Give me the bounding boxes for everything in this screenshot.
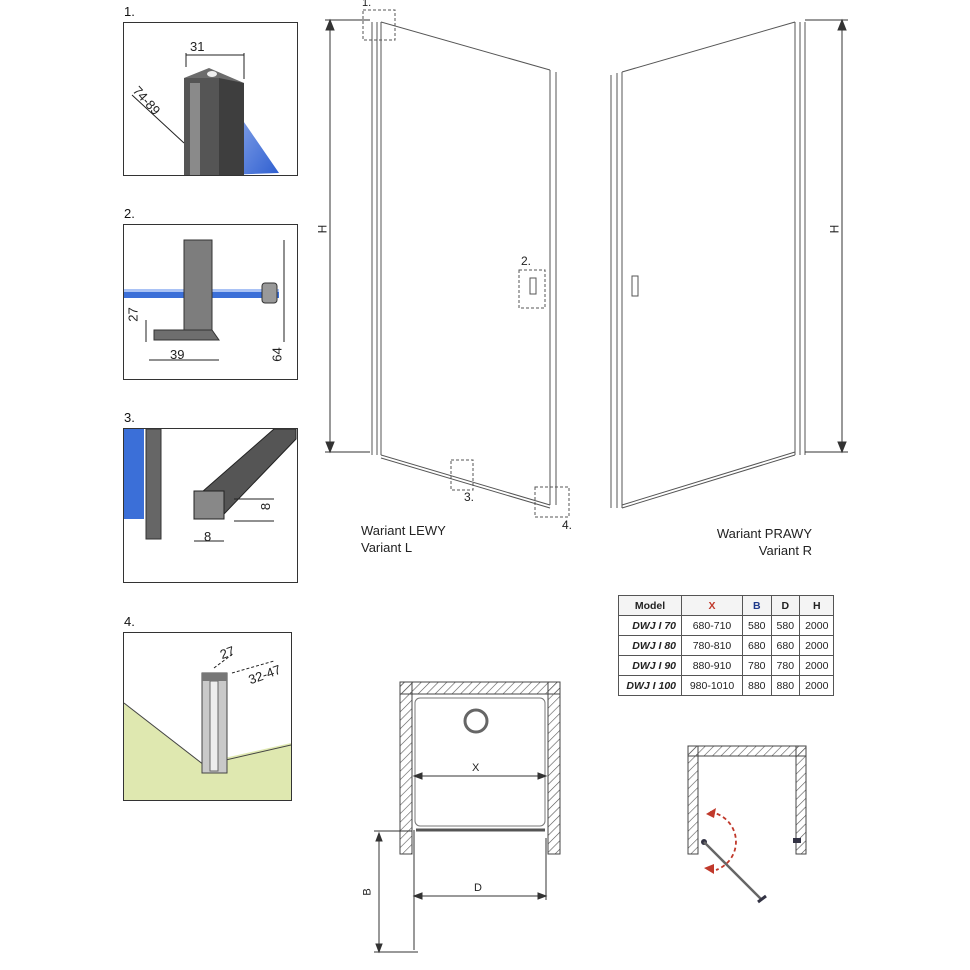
swing-walls bbox=[687, 745, 807, 855]
cell-h: 2000 bbox=[799, 635, 835, 656]
swing-door-handle bbox=[757, 894, 767, 904]
header-h: H bbox=[799, 595, 835, 616]
shower-tray bbox=[414, 697, 546, 827]
detail-3-dim-width: 8 bbox=[204, 529, 212, 544]
door-callout-2: 2. bbox=[521, 254, 532, 268]
cell-h: 2000 bbox=[799, 615, 835, 636]
detail-2-drawing bbox=[124, 239, 285, 361]
door-callout-4: 4. bbox=[562, 518, 573, 532]
door-left-height-label: H bbox=[315, 224, 330, 234]
detail-4-panel: 27 32-47 bbox=[123, 632, 292, 801]
table-row: DWJ I 70 680-710 580 580 2000 bbox=[618, 615, 835, 636]
detail-1-dim-width: 31 bbox=[190, 39, 205, 54]
door-callout-3: 3. bbox=[464, 490, 475, 504]
detail-2-dim-39: 39 bbox=[170, 347, 185, 362]
door-callout-1: 1. bbox=[362, 0, 372, 9]
detail-1-panel: 31 74-89 bbox=[123, 22, 298, 176]
header-model: Model bbox=[618, 595, 682, 616]
cell-d: 780 bbox=[770, 655, 801, 676]
variant-left-line1: Wariant LEWY bbox=[361, 523, 446, 538]
door-right-height-label: H bbox=[827, 224, 842, 234]
detail-3-number: 3. bbox=[124, 410, 135, 425]
detail-4-number: 4. bbox=[124, 614, 135, 629]
cell-h: 2000 bbox=[799, 655, 835, 676]
table-row: DWJ I 80 780-810 680 680 2000 bbox=[618, 635, 835, 656]
header-x: X bbox=[681, 595, 743, 616]
plan-x-dimension bbox=[412, 772, 548, 780]
swing-right-clip bbox=[793, 838, 801, 843]
variant-right-line2: Variant R bbox=[758, 543, 812, 558]
cell-x: 680-710 bbox=[681, 615, 743, 636]
cell-b: 780 bbox=[742, 655, 772, 676]
cell-model: DWJ I 90 bbox=[618, 655, 682, 676]
door-right-height-dimension bbox=[805, 18, 848, 454]
plan-b-label: B bbox=[361, 888, 374, 896]
variant-left-caption: Wariant LEWY Variant L bbox=[361, 522, 446, 556]
cell-h: 2000 bbox=[799, 675, 835, 696]
table-header-row: Model X B D H bbox=[618, 595, 835, 616]
cell-b: 580 bbox=[742, 615, 772, 636]
cell-d: 680 bbox=[770, 635, 801, 656]
header-b: B bbox=[742, 595, 772, 616]
swing-door-panel bbox=[703, 841, 763, 901]
swing-arrow-up-icon bbox=[706, 808, 716, 818]
detail-3-panel: 8 8 bbox=[123, 428, 298, 583]
detail-2-dim-64: 64 bbox=[269, 347, 285, 362]
detail-2-panel: 27 39 64 bbox=[123, 224, 298, 380]
swing-arc-icon bbox=[709, 811, 737, 871]
detail-3-dim-height: 8 bbox=[258, 502, 274, 511]
cell-model: DWJ I 80 bbox=[618, 635, 682, 656]
cell-x: 880-910 bbox=[681, 655, 743, 676]
door-left-height-dimension bbox=[325, 18, 370, 454]
drain-icon bbox=[463, 708, 489, 734]
cell-x: 980-1010 bbox=[681, 675, 743, 696]
detail-2-dim-27: 27 bbox=[125, 307, 141, 322]
swing-arrow-down-icon bbox=[704, 864, 714, 874]
plan-x-label: X bbox=[472, 762, 480, 774]
plan-b-dimension bbox=[374, 830, 418, 954]
cell-x: 780-810 bbox=[681, 635, 743, 656]
detail-1-drawing bbox=[131, 53, 279, 175]
variant-right-caption: Wariant PRAWY Variant R bbox=[710, 525, 812, 559]
variant-left-line2: Variant L bbox=[361, 540, 413, 555]
cell-d: 880 bbox=[770, 675, 801, 696]
detail-4-drawing bbox=[124, 652, 291, 800]
door-right-outline bbox=[610, 21, 806, 509]
detail-1-number: 1. bbox=[124, 4, 135, 19]
table-row: DWJ I 100 980-1010 880 880 2000 bbox=[618, 675, 835, 696]
door-callout-boxes bbox=[362, 9, 570, 518]
cell-model: DWJ I 70 bbox=[618, 615, 682, 636]
detail-2-number: 2. bbox=[124, 206, 135, 221]
table-row: DWJ I 90 880-910 780 780 2000 bbox=[618, 655, 835, 676]
cell-d: 580 bbox=[770, 615, 801, 636]
model-spec-table: Model X B D H DWJ I 70 680-710 580 580 2… bbox=[618, 595, 835, 696]
plan-walls bbox=[399, 681, 561, 855]
variant-right-line1: Wariant PRAWY bbox=[716, 526, 812, 541]
plan-d-label: D bbox=[474, 882, 482, 894]
cell-model: DWJ I 100 bbox=[618, 675, 682, 696]
swing-hinge-icon bbox=[701, 839, 707, 845]
cell-b: 680 bbox=[742, 635, 772, 656]
header-d: D bbox=[770, 595, 801, 616]
cell-b: 880 bbox=[742, 675, 772, 696]
detail-3-drawing bbox=[124, 429, 297, 542]
